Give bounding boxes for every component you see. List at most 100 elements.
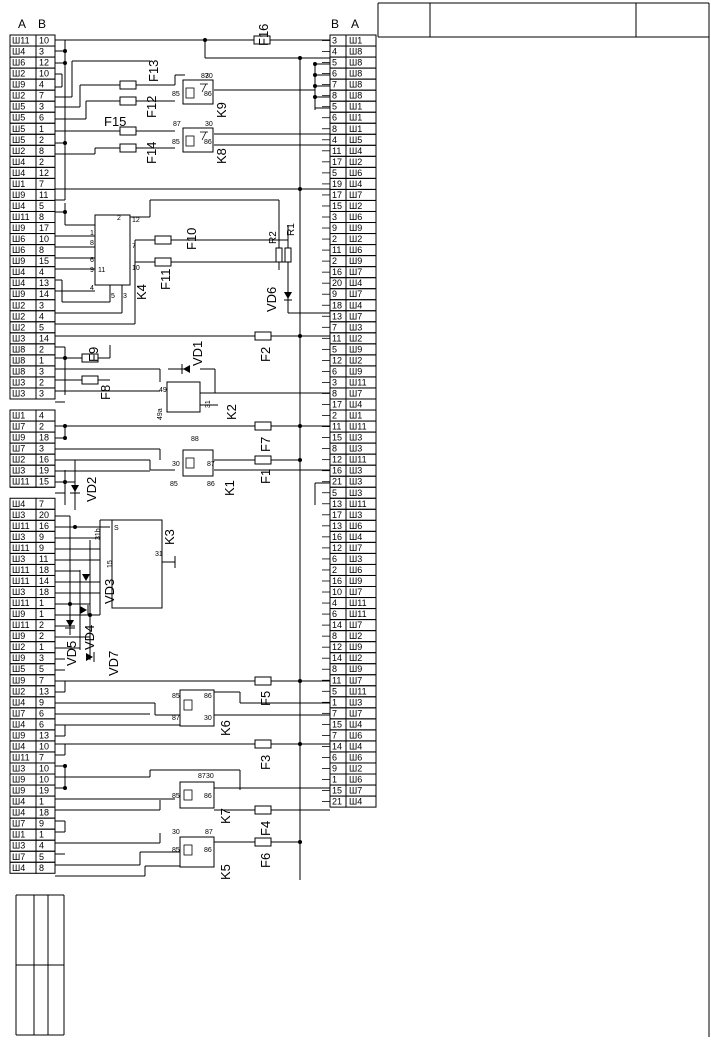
right-cell-a-text: Ш3 — [349, 477, 362, 487]
svg-text:15: 15 — [107, 560, 114, 568]
right-cell-b-text: 1 — [332, 775, 337, 785]
fuse-F14: F14 — [119, 142, 159, 164]
right-cell-a-text: Ш8 — [349, 91, 362, 101]
left-cell-a-text: Ш7 — [12, 708, 25, 718]
left-cell-a-text: Ш9 — [12, 675, 25, 685]
left-cell-b-text: 13 — [39, 686, 49, 696]
junction-dot — [63, 49, 67, 53]
diode-VD6: VD6 — [264, 287, 292, 312]
left-header-a: А — [18, 17, 26, 31]
fuse-F7: F7 — [254, 421, 273, 452]
left-connector-row: Ш1 4 — [9, 409, 56, 422]
junction-dot — [298, 458, 302, 462]
right-cell-a-text: Ш11 — [349, 499, 367, 509]
relay-K1: 88 87 30 85 86 K1 — [170, 436, 237, 496]
svg-text:VD1: VD1 — [190, 341, 205, 366]
junction-dot — [298, 742, 302, 746]
svg-text:K4: K4 — [134, 284, 149, 300]
right-cell-a-text: Ш9 — [349, 344, 362, 354]
right-cell-b-text: 15 — [332, 786, 342, 796]
left-cell-a-text: Ш11 — [12, 620, 30, 630]
left-cell-a-text: Ш2 — [12, 642, 25, 652]
right-cell-a-text: Ш4 — [349, 797, 362, 807]
left-cell-a-text: Ш3 — [12, 510, 25, 520]
svg-text:K8: K8 — [214, 148, 229, 164]
right-header-a: А — [351, 17, 359, 31]
right-cell-a-text: Ш8 — [349, 80, 362, 90]
right-cell-b-text: 17 — [332, 400, 342, 410]
junction-dot — [63, 786, 67, 790]
relay-K7: 87 30 85 86 K7 — [172, 773, 233, 824]
left-cell-b-text: 1 — [39, 609, 44, 619]
left-cell-b-text: 12 — [39, 58, 49, 68]
right-cell-b-text: 11 — [332, 146, 341, 156]
left-cell-b-text: 4 — [39, 411, 44, 421]
junction-dot — [313, 62, 317, 66]
left-cell-a-text: Ш9 — [12, 786, 25, 796]
relay-K9: 87 30 85 86 K9 — [172, 73, 229, 118]
junction-dot — [63, 210, 67, 214]
left-cell-a-text: Ш3 — [12, 466, 25, 476]
junction-dot — [63, 764, 67, 768]
svg-text:31: 31 — [205, 400, 212, 408]
left-cell-a-text: Ш9 — [12, 223, 25, 233]
left-cell-a-text: Ш4 — [12, 719, 25, 729]
right-cell-a-text: Ш3 — [349, 697, 362, 707]
svg-text:F2: F2 — [258, 347, 273, 362]
fuse-F2: F2 — [254, 331, 273, 362]
left-cell-a-text: Ш9 — [12, 289, 25, 299]
svg-text:F15: F15 — [104, 114, 126, 129]
right-cell-a-text: Ш11 — [349, 422, 367, 432]
left-cell-b-text: 10 — [39, 69, 49, 79]
right-cell-b-text: 6 — [332, 609, 337, 619]
resistor-R2: R2 — [268, 231, 283, 263]
left-cell-a-text: Ш5 — [12, 135, 25, 145]
left-cell-a-text: Ш1 — [12, 411, 25, 421]
svg-text:2: 2 — [117, 215, 121, 222]
left-cell-b-text: 6 — [39, 708, 44, 718]
right-cell-b-text: 16 — [332, 466, 342, 476]
right-cell-a-text: Ш1 — [349, 113, 362, 123]
resistor-R1: R1 — [284, 223, 297, 263]
diode-VD2: VD2 — [70, 477, 99, 502]
junction-dot — [298, 334, 302, 338]
junction-dot — [313, 95, 317, 99]
svg-text:K3: K3 — [162, 529, 177, 545]
fuse-F3: F3 — [254, 739, 273, 770]
svg-text:87: 87 — [205, 829, 213, 836]
left-cell-b-text: 4 — [39, 267, 44, 277]
right-cell-b-text: 8 — [332, 664, 337, 674]
svg-text:49а: 49а — [157, 408, 164, 420]
left-cell-a-text: Ш11 — [12, 36, 30, 46]
left-cell-b-text: 2 — [39, 344, 44, 354]
svg-text:K1: K1 — [222, 480, 237, 496]
svg-text:K6: K6 — [218, 720, 233, 736]
left-cell-b-text: 3 — [39, 653, 44, 663]
